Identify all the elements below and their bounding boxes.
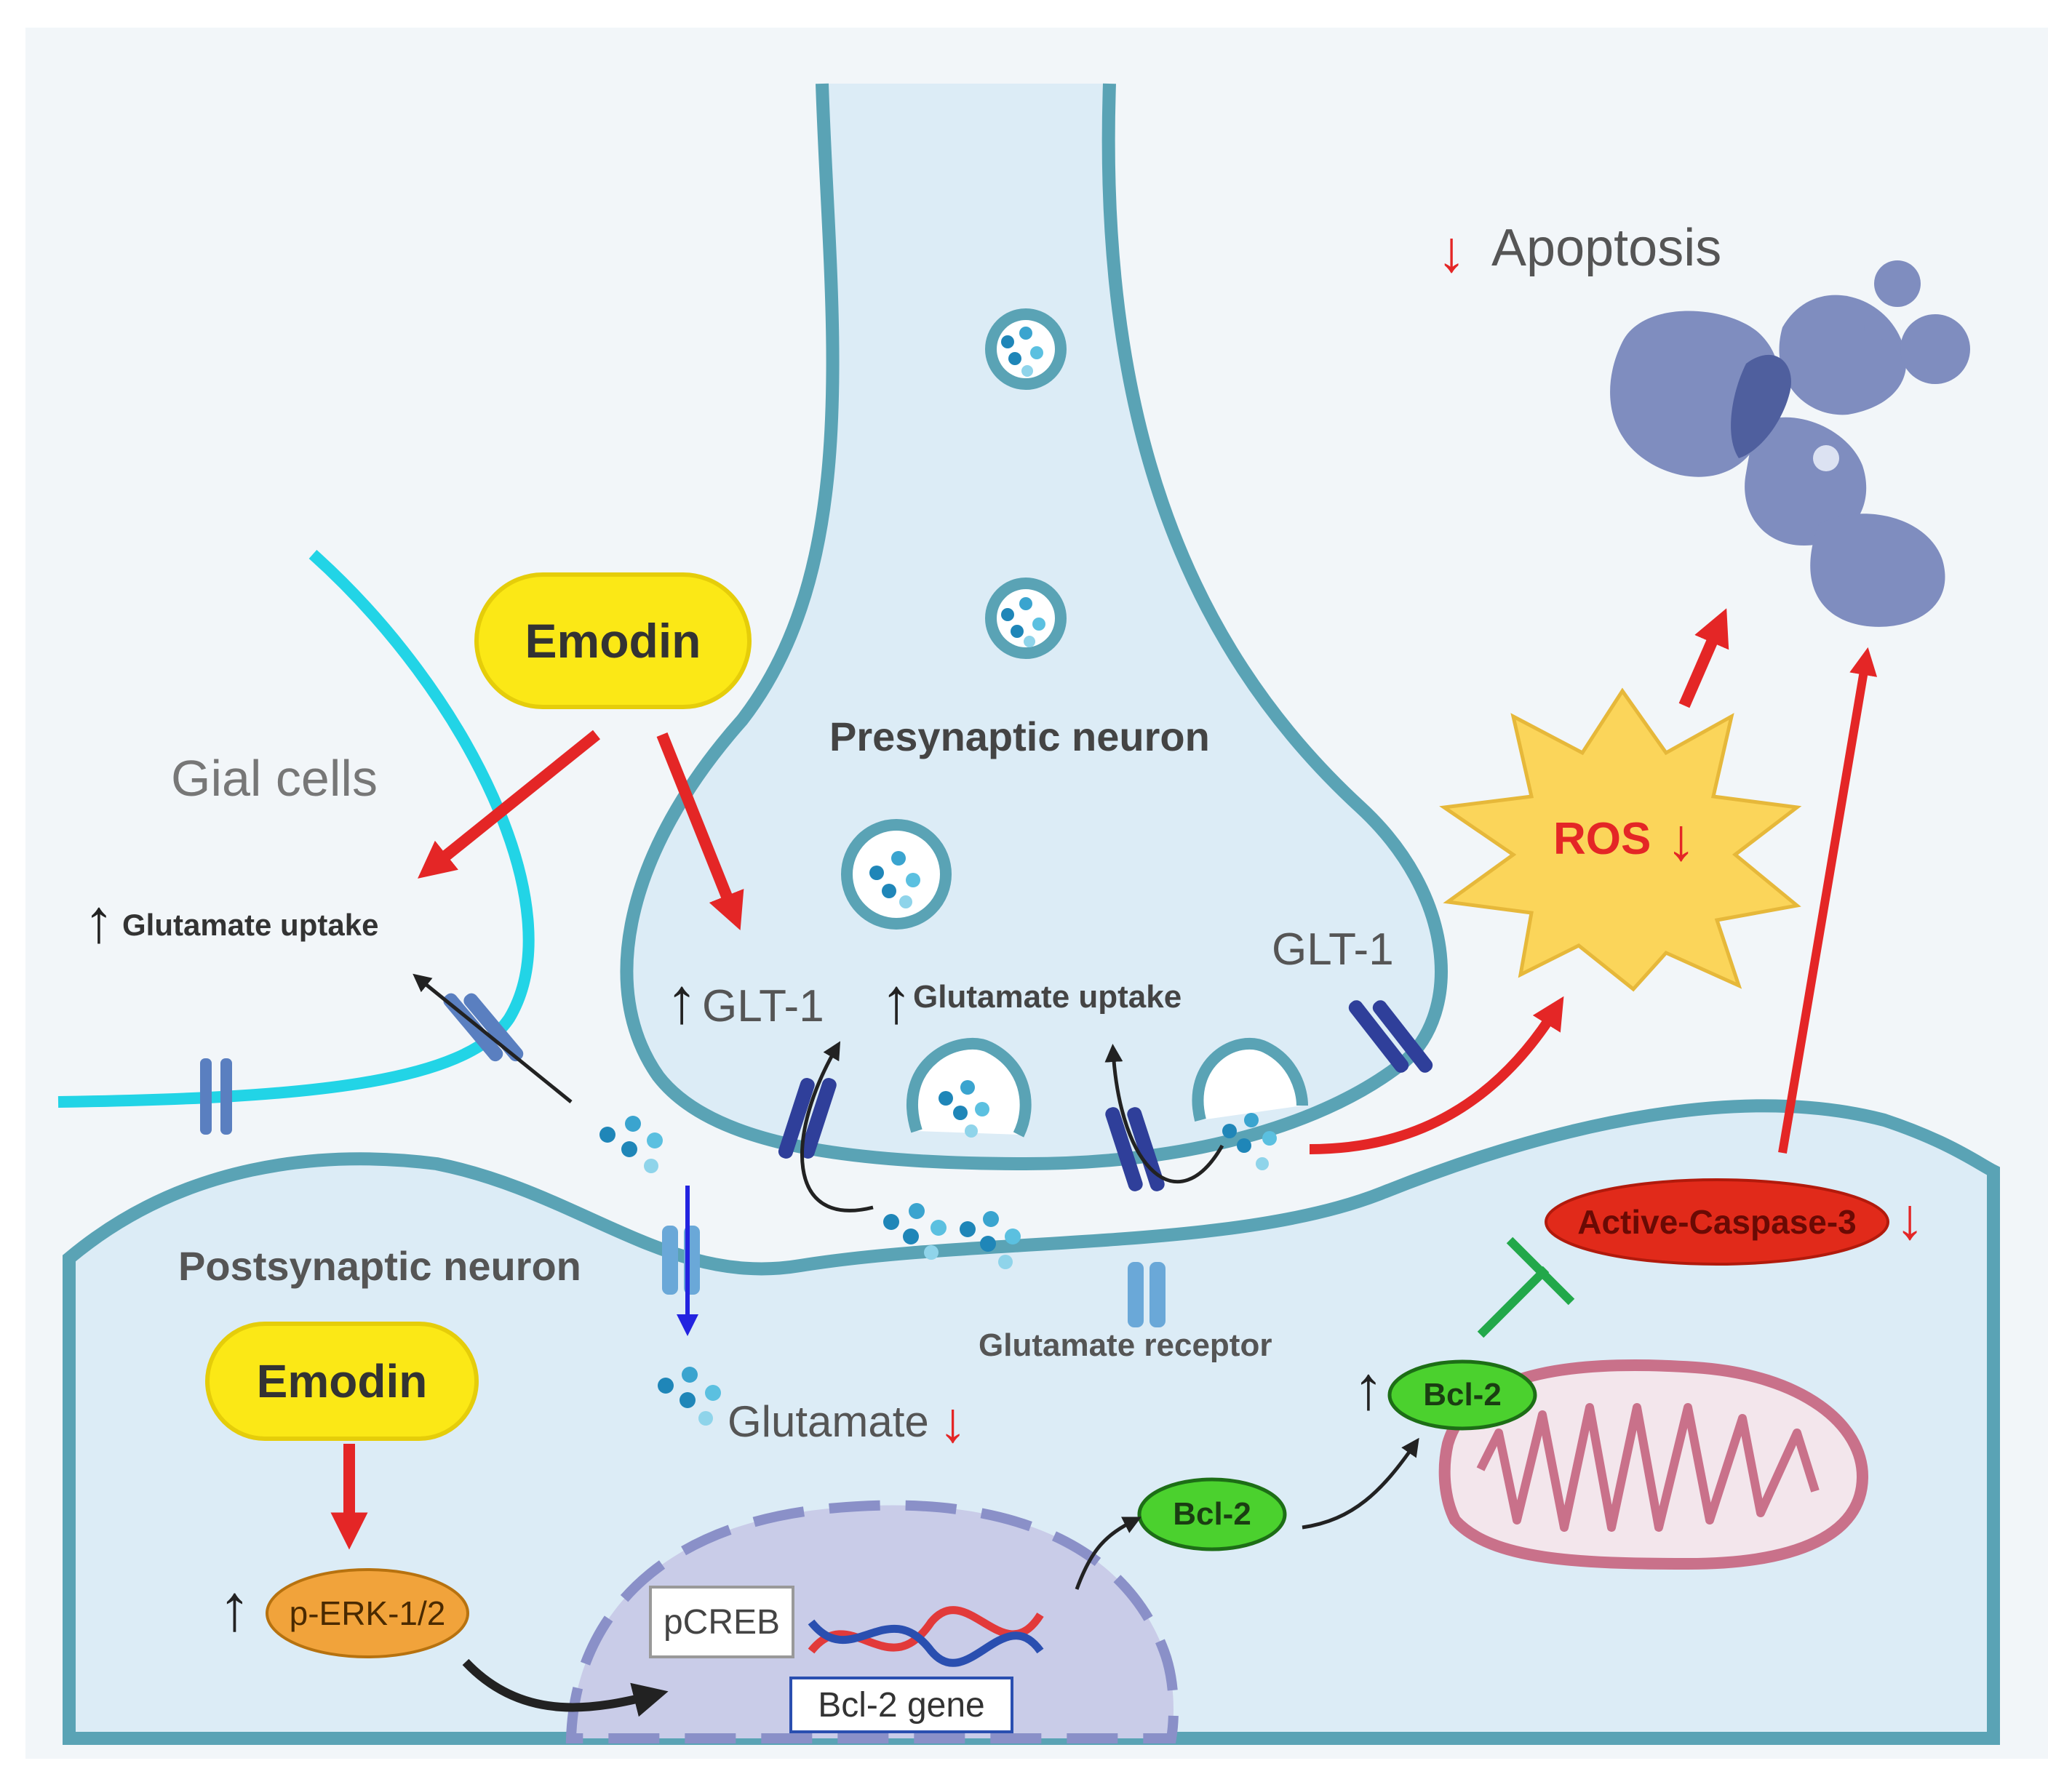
bcl2-lower-label: Bcl-2 xyxy=(1173,1496,1251,1532)
perk-up-arrow: ↑ xyxy=(218,1572,251,1645)
perk-label: p-ERK-1/2 xyxy=(289,1594,446,1632)
active-caspase3-ellipse xyxy=(1545,1178,1889,1266)
glutamate-cluster xyxy=(658,1367,721,1426)
glt1-transporter xyxy=(778,1078,837,1159)
presynaptic-label: Presynaptic neuron xyxy=(829,714,1210,759)
emodin-to-glia-arrow xyxy=(418,730,601,879)
emodin-top-pill xyxy=(474,572,752,709)
postsynaptic-neuron xyxy=(63,1099,2000,1745)
glial-transporter xyxy=(200,1058,232,1135)
glutamate-uptake-left-label: Glutamate uptake xyxy=(122,908,379,942)
perk-to-nucleus-arrow xyxy=(462,1658,669,1717)
glt1-left-label: GLT-1 xyxy=(702,981,824,1031)
glutamate-label: Glutamate xyxy=(728,1397,929,1446)
vesicle xyxy=(841,819,952,930)
inhibition-bar xyxy=(1506,1236,1575,1306)
ros-down-arrow: ↓ xyxy=(1666,807,1696,873)
ros-label: ROS xyxy=(1553,814,1651,864)
glutamate-cluster xyxy=(939,1080,989,1138)
nucleus-to-bcl2-arrow xyxy=(1075,1517,1141,1590)
ros-burst xyxy=(1439,687,1802,992)
reuptake-arrow xyxy=(800,1041,874,1212)
glial-cells-label: Gial cells xyxy=(171,750,378,807)
inhibition-line xyxy=(1477,1266,1550,1338)
glutamate-down-arrow: ↓ xyxy=(939,1390,967,1454)
bcl2-lower-ellipse xyxy=(1137,1477,1287,1551)
bcl2-to-mito-arrow xyxy=(1302,1437,1419,1530)
apoptosis-label: Apoptosis xyxy=(1491,219,1722,277)
nucleus xyxy=(565,1500,1179,1743)
bcl2-upper-label: Bcl-2 xyxy=(1423,1377,1502,1413)
pcreb-box: pCREB xyxy=(649,1586,794,1658)
emodin-to-glt1-arrow xyxy=(656,732,744,931)
glt1-right-label: GLT-1 xyxy=(1272,924,1394,975)
glial-uptake-arrow xyxy=(413,973,573,1103)
glutamate-cluster xyxy=(1222,1113,1277,1170)
perk-ellipse xyxy=(266,1568,469,1658)
emodin-top-label: Emodin xyxy=(525,614,701,668)
glial-cell-membrane xyxy=(57,550,535,1108)
ros-to-apoptosis-arrow xyxy=(1678,608,1729,708)
glt1-left-arrow: ↑ xyxy=(666,964,698,1036)
glutamate-uptake-mid-label: Glutamate uptake xyxy=(913,979,1182,1015)
fusing-vesicle xyxy=(1192,1038,1308,1122)
glt1-transporter xyxy=(1105,1107,1165,1191)
glt1-transporter xyxy=(1348,1000,1433,1073)
bcl2-upper-ellipse xyxy=(1387,1359,1537,1431)
apoptosis-down-arrow: ↓ xyxy=(1437,219,1466,284)
apoptotic-cell xyxy=(1610,260,1970,627)
caspase-to-apoptosis-arrow xyxy=(1778,647,1878,1154)
glutamate-receptor-label: Glutamate receptor xyxy=(979,1327,1272,1363)
mitochondria xyxy=(1438,1359,1869,1570)
bcl2-gene-box: Bcl-2 gene xyxy=(789,1677,1013,1733)
glutamate-receptor xyxy=(1128,1262,1166,1327)
dna-helix-icon xyxy=(808,1606,1044,1667)
reuptake-arrow xyxy=(1104,1044,1224,1183)
bcl2-upper-arrow: ↑ xyxy=(1353,1354,1384,1422)
glutamate-uptake-mid-arrow: ↑ xyxy=(880,964,912,1036)
vesicle xyxy=(985,308,1067,390)
emodin-bottom-label: Emodin xyxy=(256,1355,428,1407)
active-caspase3-label: Active-Caspase-3 xyxy=(1577,1203,1857,1241)
glutamate-uptake-left-arrow: ↑ xyxy=(84,887,114,955)
glutamate-to-ros-arrow xyxy=(1309,996,1564,1154)
postsynaptic-label: Postsynaptic neuron xyxy=(178,1243,581,1289)
emodin-bottom-pill xyxy=(205,1322,479,1441)
glutamate-cluster xyxy=(883,1203,1021,1269)
caspase-down-arrow: ↓ xyxy=(1895,1186,1924,1251)
vesicle xyxy=(985,578,1067,659)
glutamate-cluster xyxy=(599,1116,663,1173)
